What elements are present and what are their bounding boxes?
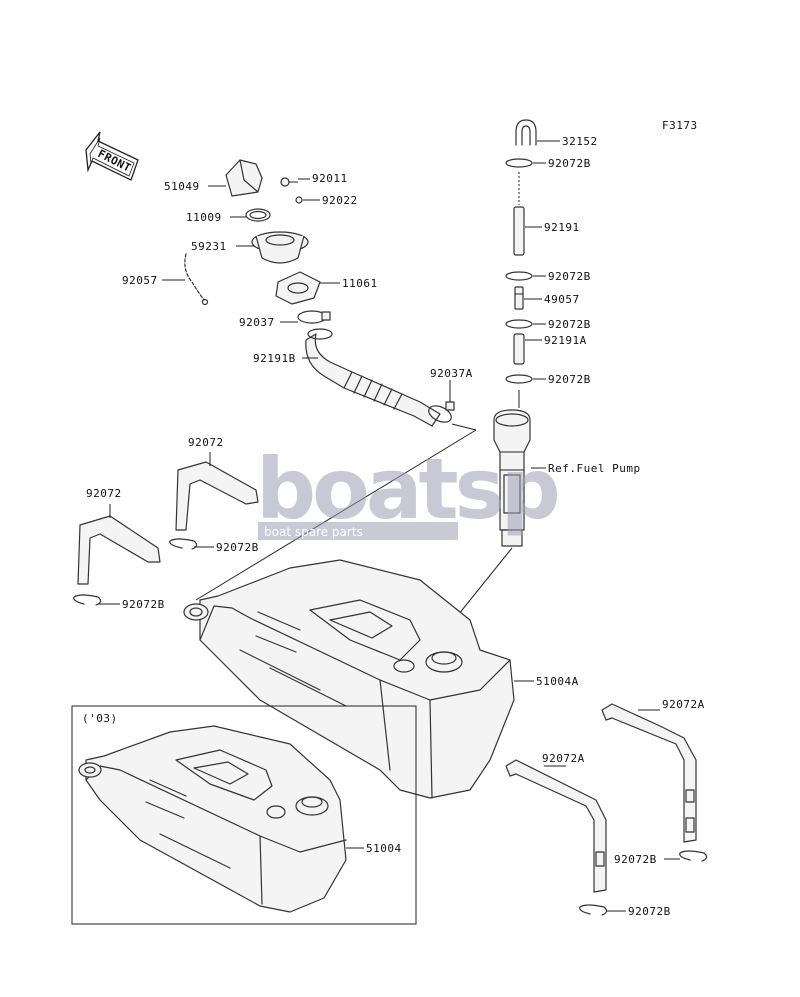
filler-neck-59231: 59231 (191, 231, 309, 264)
label-92072-a: 92072 (188, 436, 224, 449)
label-92072B-2: 92072B (548, 270, 591, 283)
fuel-tank-51004: 51004 (78, 725, 402, 913)
hose-92191B: 92191B (253, 328, 441, 427)
label-92072A-1: 92072A (662, 698, 705, 711)
clamp-92072B-6: 92072B (73, 594, 165, 611)
clamp-92072B-5: 92072B (169, 538, 259, 554)
label-92072B-6: 92072B (122, 598, 165, 611)
label-92191A: 92191A (544, 334, 587, 347)
label-92057: 92057 (122, 274, 158, 287)
clamp-92072B-7: 92072B (614, 850, 708, 866)
label-92072B-3: 92072B (548, 318, 591, 331)
label-92072B-8: 92072B (628, 905, 671, 918)
hose-32152: 32152 (515, 119, 598, 148)
label-92072B-7: 92072B (614, 853, 657, 866)
clamp-92072B-1: 92072B (505, 157, 591, 170)
clamp-92072B-4: 92072B (505, 373, 591, 386)
tube-92191: 92191 (513, 206, 580, 256)
watermark-logo: boatsp boat spare parts (256, 440, 562, 540)
washer-92022: 92022 (295, 194, 358, 207)
strap-92072-b: 92072 (77, 487, 161, 585)
clamp-92072B-8: 92072B (579, 904, 671, 918)
oring-11009: 11009 (186, 208, 271, 224)
strap-92057: 92057 (122, 253, 209, 306)
diagram-code: F3173 (662, 119, 698, 132)
label-ref-fuel-pump: Ref.Fuel Pump (548, 462, 641, 475)
cap-51049: 51049 (164, 159, 263, 197)
label-92072A-2: 92072A (542, 752, 585, 765)
inset-year-note: ('03) (82, 712, 118, 725)
label-92072B-1: 92072B (548, 157, 591, 170)
inset-03-box: ('03) 51004 (71, 705, 417, 925)
tube-92191A: 92191A (513, 333, 587, 365)
strap-92072A-2: 92072A (505, 752, 607, 893)
clamp-92037: 92037 (239, 310, 331, 329)
label-92072B-5: 92072B (216, 541, 259, 554)
label-51049: 51049 (164, 180, 200, 193)
strap-92072-a: 92072 (175, 436, 259, 531)
strap-92072A-1: 92072A (601, 698, 705, 843)
fuel-tank-51004A: 51004A (183, 559, 579, 799)
watermark-tagline: boat spare parts (264, 525, 363, 539)
front-arrow-icon: FRONT (85, 131, 139, 181)
label-11009: 11009 (186, 211, 222, 224)
label-51004A: 51004A (536, 675, 579, 688)
label-11061: 11061 (342, 277, 378, 290)
clamp-92072B-2: 92072B (505, 270, 591, 283)
joint-49057: 49057 (514, 286, 580, 310)
label-59231: 59231 (191, 240, 227, 253)
label-92072B-4: 92072B (548, 373, 591, 386)
gasket-11061: 11061 (275, 271, 378, 305)
fuel-pump: Ref.Fuel Pump (493, 390, 641, 547)
clamp-92037A: 92037A (428, 367, 473, 423)
label-49057: 49057 (544, 293, 580, 306)
clamp-92072B-3: 92072B (505, 318, 591, 331)
label-92191: 92191 (544, 221, 580, 234)
label-92072-b: 92072 (86, 487, 122, 500)
bolt-92011: 92011 (280, 172, 348, 187)
label-32152: 32152 (562, 135, 598, 148)
label-92037: 92037 (239, 316, 275, 329)
label-92011: 92011 (312, 172, 348, 185)
label-92191B: 92191B (253, 352, 296, 365)
label-51004: 51004 (366, 842, 402, 855)
label-92022: 92022 (322, 194, 358, 207)
watermark-brand: boatsp (256, 440, 558, 538)
label-92037A: 92037A (430, 367, 473, 380)
